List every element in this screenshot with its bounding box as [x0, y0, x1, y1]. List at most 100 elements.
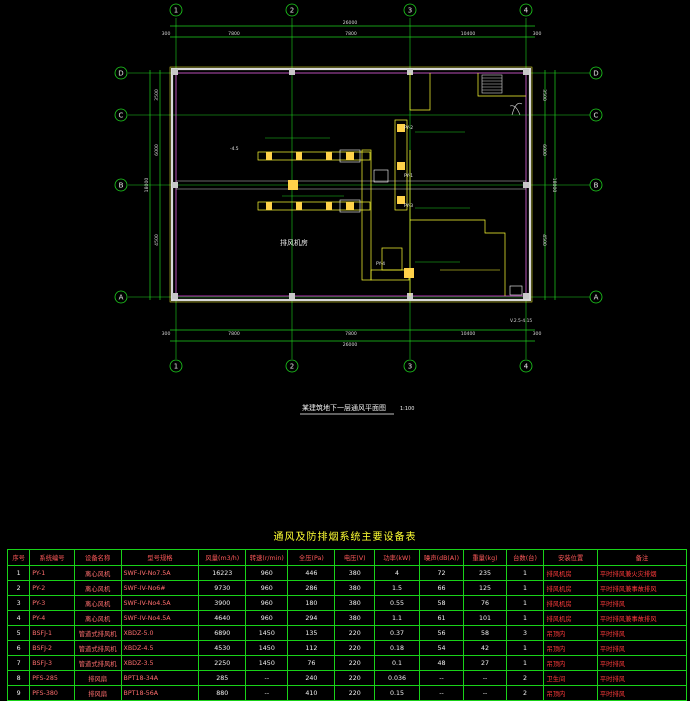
table-cell: 排风扇 — [73, 670, 122, 686]
table-cell: 380 — [334, 595, 376, 611]
table-cell: -- — [245, 670, 289, 686]
grid-col-label: 4 — [524, 7, 529, 15]
table-cell: -- — [245, 685, 289, 701]
table-cell: BPT18-34A — [120, 670, 200, 686]
table-cell: 220 — [334, 670, 376, 686]
table-cell: 吊顶内 — [543, 685, 598, 701]
table-cell: SWF-IV-No4.5A — [120, 595, 200, 611]
grid-row-label: D — [118, 70, 123, 78]
svg-text:7800: 7800 — [345, 31, 357, 37]
svg-text:10400: 10400 — [461, 31, 476, 37]
svg-text:3500: 3500 — [541, 89, 547, 101]
table-cell: BSFJ-1 — [29, 625, 75, 641]
column-header: 设备名称 — [73, 549, 122, 566]
grid-row-label: D — [593, 70, 598, 78]
table-cell: 管道式排风机 — [73, 655, 122, 671]
svg-text:7800: 7800 — [345, 331, 357, 337]
svg-text:3500: 3500 — [154, 89, 160, 101]
table-cell: 吊顶内 — [543, 640, 598, 656]
grid-bubbles — [114, 3, 603, 373]
svg-text:18000: 18000 — [144, 178, 150, 193]
grid-col-label: 2 — [290, 363, 294, 371]
grid-col-label: 1 — [174, 7, 178, 15]
table-cell: 8 — [6, 670, 31, 686]
grid-row-label: B — [594, 182, 599, 190]
grid-labels: 1 2 3 4 1 2 3 4 D C B A D C B A — [118, 7, 598, 371]
table-cell: 平时排风 — [596, 655, 688, 671]
column-header: 序号 — [6, 549, 31, 566]
table-cell: 4530 — [198, 640, 247, 656]
table-cell: 平时排风 — [596, 625, 688, 641]
grid-row-label: C — [119, 112, 124, 120]
table-cell: 220 — [334, 685, 376, 701]
table-cell: 离心风机 — [73, 595, 122, 611]
table-cell: 1 — [505, 595, 545, 611]
table-cell: 56 — [418, 625, 465, 641]
column-header: 台数(台) — [505, 549, 545, 566]
column-header: 噪声(dB(A)) — [418, 549, 465, 566]
column-header: 重量(kg) — [463, 549, 507, 566]
table-cell: 1450 — [245, 655, 289, 671]
table-cell: 1 — [505, 565, 545, 581]
table-cell: 排风机房 — [543, 595, 598, 611]
table-cell: 平时排风 — [596, 670, 688, 686]
table-cell: 135 — [287, 625, 336, 641]
column-header: 备注 — [596, 549, 688, 566]
table-cell: 240 — [287, 670, 336, 686]
table-cell: 125 — [463, 580, 507, 596]
plan-scale: 1:100 — [400, 406, 414, 412]
svg-text:300: 300 — [533, 31, 542, 37]
svg-text:-4.5: -4.5 — [230, 146, 239, 152]
table-cell: 5 — [6, 625, 31, 641]
table-cell: 0.1 — [374, 655, 420, 671]
table-cell: PY-1 — [29, 565, 75, 581]
table-cell: 管道式排风机 — [73, 625, 122, 641]
column-header: 全压(Pa) — [287, 549, 336, 566]
table-cell: 960 — [245, 580, 289, 596]
table-cell: XBDZ-5.0 — [120, 625, 200, 641]
table-cell: 66 — [418, 580, 465, 596]
table-cell: 排风扇 — [73, 685, 122, 701]
equipment-table-title: 通风及防排烟系统主要设备表 — [273, 532, 417, 543]
table-cell: 吊顶内 — [543, 625, 598, 641]
table-cell: 3900 — [198, 595, 247, 611]
table-cell: 410 — [287, 685, 336, 701]
table-cell: PFS-285 — [29, 670, 75, 686]
table-cell: 2250 — [198, 655, 247, 671]
table-cell: 3 — [505, 625, 545, 641]
ductwork — [257, 119, 523, 296]
table-cell: XBDZ-3.5 — [120, 655, 200, 671]
table-cell: 7 — [6, 655, 31, 671]
svg-text:18000: 18000 — [551, 178, 557, 193]
table-cell: 6 — [6, 640, 31, 656]
table-cell: 1450 — [245, 625, 289, 641]
column-header: 型号规格 — [120, 549, 200, 566]
table-cell: SWF-IV-No7.5A — [120, 565, 200, 581]
svg-text:7800: 7800 — [228, 31, 240, 37]
column-header: 功率(kW) — [374, 549, 420, 566]
svg-text:PY-3: PY-3 — [404, 203, 413, 209]
table-cell: 48 — [418, 655, 465, 671]
svg-text:PY-2: PY-2 — [404, 125, 413, 131]
room-label: 排风机房 — [280, 238, 308, 247]
table-cell: -- — [463, 685, 507, 701]
table-cell: 446 — [287, 565, 336, 581]
table-cell: 1 — [505, 655, 545, 671]
table-cell: SWF-IV-No6# — [120, 580, 200, 596]
svg-text:4500: 4500 — [154, 234, 160, 246]
table-cell: PFS-380 — [29, 685, 75, 701]
table-cell: 4 — [374, 565, 420, 581]
table-cell: 960 — [245, 595, 289, 611]
svg-text:6000: 6000 — [541, 144, 547, 156]
table-cell: 平时排风 — [596, 685, 688, 701]
table-cell: 平时排风兼火灾排烟 — [596, 565, 688, 581]
table-cell: 0.036 — [374, 670, 420, 686]
svg-text:10400: 10400 — [461, 331, 476, 337]
corner-note: V.2.5-4.15 — [510, 318, 532, 324]
table-cell: 6890 — [198, 625, 247, 641]
column-header: 风量(m3/h) — [198, 549, 247, 566]
